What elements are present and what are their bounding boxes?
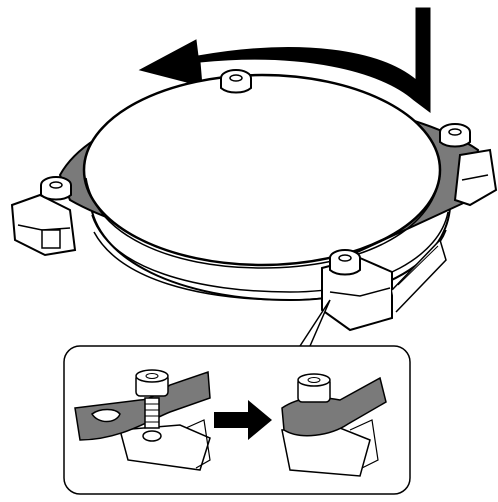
mounting-clip	[10, 193, 77, 257]
hex-screw-icon	[329, 249, 361, 276]
hex-screw-icon	[220, 69, 252, 94]
mounting-clip	[453, 148, 498, 207]
hex-screw-icon	[439, 123, 471, 148]
screw-loosened-icon	[74, 369, 211, 471]
speaker-disc	[82, 73, 442, 269]
next-step-arrow-icon	[214, 400, 272, 440]
screw-tightened-icon	[281, 373, 387, 477]
speaker-assembly	[10, 69, 498, 332]
callout-pointer	[299, 299, 331, 347]
hex-screw-icon	[40, 176, 72, 201]
rotation-arrow-icon	[138, 7, 431, 113]
